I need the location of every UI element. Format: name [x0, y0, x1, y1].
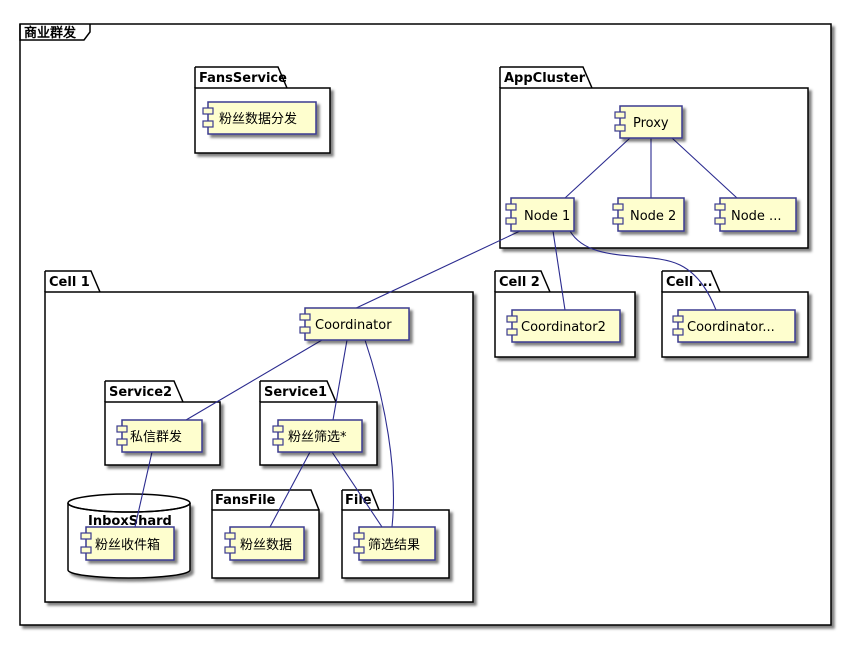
edge-fans-filter-filter-result: [331, 451, 383, 528]
edge-fans-filter-fans-data: [269, 451, 311, 528]
package-label: Cell 2: [499, 275, 540, 290]
component-fans-data: 粉丝数据: [224, 526, 305, 561]
component-filter-result: 筛选结果: [353, 526, 436, 561]
edge-node1-coordinator2: [552, 230, 566, 311]
component-label: 粉丝数据: [240, 538, 292, 553]
component-fans-filter: 粉丝筛选*: [272, 419, 363, 453]
component-label: Coordinator...: [687, 320, 775, 335]
component-label: 私信群发: [130, 429, 182, 445]
component-node1: Node 1: [505, 197, 575, 232]
outer-frame-label: 商业群发: [24, 25, 77, 41]
component-inbox: 粉丝收件箱: [80, 526, 175, 561]
edge-coordinator-private-msg: [185, 339, 323, 421]
component-label: Coordinator2: [521, 320, 606, 335]
package-label: Cell 1: [49, 275, 90, 290]
component-node-more: Node ...: [714, 197, 797, 232]
package-label: Service2: [109, 385, 172, 400]
package-label: AppCluster: [504, 71, 586, 86]
component-node2: Node 2: [612, 197, 685, 232]
component-fans-dispatch: 粉丝数据分发: [202, 101, 317, 135]
component-private-msg: 私信群发: [116, 419, 203, 453]
component-label: 粉丝收件箱: [95, 537, 160, 553]
component-label: Node 2: [630, 209, 676, 224]
package-label: Service1: [264, 385, 327, 400]
component-label: Node 1: [524, 209, 570, 224]
edge-coordinator-fans-filter: [332, 339, 348, 421]
component-label: 筛选结果: [368, 538, 420, 553]
edge-proxy-node-more: [671, 137, 738, 199]
edge-node1-coordinator-more: [569, 230, 717, 311]
package-label: FansService: [199, 71, 287, 86]
component-label: Proxy: [633, 116, 669, 131]
package-label: FansFile: [215, 493, 276, 508]
component-label: Coordinator: [315, 318, 392, 333]
database-label: InboxShard: [88, 514, 172, 529]
edge-node1-coordinator: [351, 230, 521, 311]
component-coordinator-more: Coordinator...: [672, 309, 796, 343]
edge-private-msg-inbox: [134, 451, 153, 528]
component-label: 粉丝筛选*: [288, 430, 347, 445]
package-label: Cell ...: [666, 275, 713, 290]
edge-coordinator-filter-result: [364, 339, 394, 528]
component-label: 粉丝数据分发: [219, 111, 297, 127]
component-proxy: Proxy: [614, 105, 683, 139]
edges: [134, 137, 738, 528]
package-label: File: [345, 493, 372, 508]
component-label: Node ...: [731, 209, 781, 224]
edge-proxy-node1: [564, 137, 631, 199]
component-coordinator2: Coordinator2: [506, 309, 621, 343]
component-coordinator: Coordinator: [299, 307, 410, 341]
